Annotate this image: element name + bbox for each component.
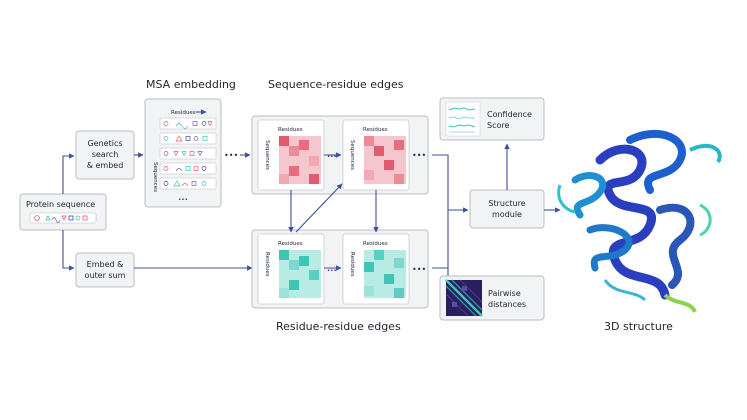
pairwise-line2: distances [488,300,526,309]
arrow-bottom-to-structure [432,210,449,269]
embed-outer-sum-box: Embed & outer sum [75,252,135,288]
res-heatmap-left [279,250,321,298]
res-edges-right-residues: Residues [363,241,388,247]
structure-module-box: Structure module [469,189,545,229]
arrow-to-genetics [62,153,75,194]
msa-residues-label: Residues [171,110,196,116]
seq-edges-right-residues: Residues [363,127,388,133]
seq-heatmap-right [364,136,406,184]
msa-embedding-title: MSA embedding [146,78,236,91]
seq-heatmap-left [279,136,321,184]
genetics-line1: Genetics [87,139,122,148]
msa-rows [159,117,217,190]
3d-structure-title: 3D structure [604,320,673,333]
res-edges-right-ellipsis: ••• [412,265,426,274]
distance-map-icon [445,279,483,317]
seq-edges-left-sequences: Sequences [264,140,270,170]
msa-sequences-label: Sequences [152,162,158,192]
res-heatmap-right [364,250,406,298]
confidence-chart-icon [448,107,476,133]
res-edges-mid-ellipsis: ••• [327,268,337,274]
protein-sequence-label: Protein sequence [26,200,95,209]
embed-line1: Embed & [87,260,124,269]
genetics-line3: & embed [87,161,124,170]
confidence-line2: Score [487,121,509,130]
residue-residue-edges-title: Residue-residue edges [276,320,401,333]
arrow-to-embed [62,230,75,271]
confidence-line1: Confidence [487,110,532,119]
res-edges-left-residues-vert: Residues [264,252,270,277]
confidence-score-box: Confidence Score [439,97,545,141]
genetics-line2: search [92,150,119,159]
pairwise-line1: Pairwise [488,289,521,298]
seq-edges-right-sequences: Sequences [349,140,355,170]
sequence-glyphs-icon [34,215,88,223]
seq-edges-right-ellipsis: ••• [412,151,426,160]
msa-embedding-panel: Residues Sequences ••• [144,98,222,208]
seq-edges-mid-ellipsis: ••• [327,154,337,160]
embed-line2: outer sum [85,271,126,280]
protein-sequence-box: Protein sequence [19,193,107,231]
msa-ellipsis: ••• [178,197,188,203]
sequence-residue-edges-title: Sequence-residue edges [268,78,404,91]
structure-module-line1: Structure [488,199,525,208]
res-edges-right-residues-vert: Residues [349,252,355,277]
arrow-res-to-seq-diagonal [295,183,343,233]
residue-residue-panel: Residues Residues ••• Residues Residues [251,229,429,309]
protein-3d-structure-image [557,129,722,314]
genetics-search-box: Genetics search & embed [75,130,135,180]
msa-to-edges-ellipsis: ••• [224,151,238,160]
seq-edges-left-residues: Residues [278,127,303,133]
structure-module-line2: module [492,210,522,219]
arrow-top-to-structure [432,154,469,213]
pairwise-distances-box: Pairwise distances [439,275,545,321]
res-edges-left-residues: Residues [278,241,303,247]
